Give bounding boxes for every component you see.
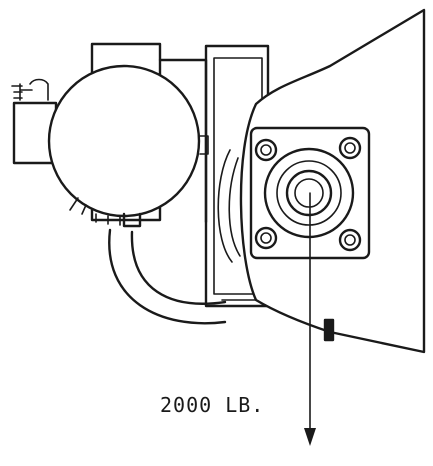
load-label: 2000 LB. bbox=[160, 393, 265, 417]
shaft bbox=[285, 169, 333, 217]
bolt-top-left bbox=[254, 138, 278, 162]
bolt-bottom-right bbox=[338, 228, 362, 252]
hose-loop bbox=[108, 228, 227, 325]
bottom-lug bbox=[323, 318, 335, 342]
motor bbox=[47, 64, 209, 228]
bolt-bottom-left bbox=[254, 226, 278, 250]
bolt-top-right bbox=[338, 136, 362, 160]
load-arrow bbox=[304, 192, 316, 446]
shaft-outer-ring bbox=[263, 147, 355, 239]
